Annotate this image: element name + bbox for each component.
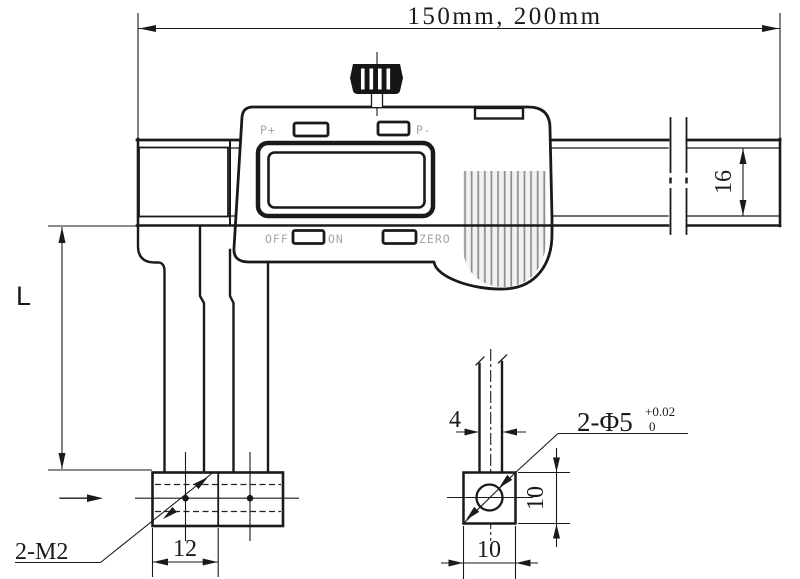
label-preset-plus: P+ bbox=[260, 123, 276, 137]
leader-diagonal bbox=[100, 472, 214, 563]
button-panel: P+ P- OFF ON ZERO bbox=[260, 120, 451, 246]
callout-2-phi5: 2-Φ5 +0.02 0 bbox=[463, 404, 688, 524]
arrowhead-down bbox=[553, 457, 560, 472]
knob-knurled-head bbox=[350, 64, 403, 94]
dim-beam-height: 16 bbox=[711, 148, 747, 216]
arrowhead-left bbox=[502, 428, 517, 436]
label-preset-minus: P- bbox=[416, 123, 432, 137]
hole-tolerance-upper: +0.02 bbox=[645, 404, 675, 419]
dim-text-overall-range: 150mm, 200mm bbox=[407, 3, 602, 30]
arrowhead-up bbox=[58, 227, 66, 243]
label-zero: ZERO bbox=[419, 232, 451, 246]
left-leg-outer-edge bbox=[136, 224, 166, 474]
arrowhead-right bbox=[762, 25, 779, 32]
label-on: ON bbox=[328, 232, 344, 246]
dim-foot-height: 10 bbox=[518, 448, 570, 547]
thumb-grip-hatch bbox=[463, 171, 546, 287]
dim-text-rod-width: 4 bbox=[449, 407, 461, 433]
leader-diagonal bbox=[515, 433, 559, 473]
measuring-foot-front-view bbox=[135, 452, 299, 541]
right-depth-leg bbox=[228, 248, 270, 474]
view-direction-arrow bbox=[59, 494, 103, 502]
hole2-center-dot bbox=[246, 494, 254, 502]
leader-arrowhead-down bbox=[163, 506, 177, 519]
leader-arrowhead-circle bbox=[499, 474, 513, 488]
arrowhead-down bbox=[739, 200, 747, 216]
arrowhead bbox=[87, 494, 103, 502]
break-dot bbox=[669, 177, 672, 184]
button-on-off bbox=[291, 229, 326, 245]
dim-text-foot-width: 10 bbox=[477, 537, 501, 563]
arrowhead-right bbox=[202, 558, 218, 566]
leader-arrowhead-up bbox=[194, 477, 208, 490]
hole-callout-text: 2-Φ5 bbox=[577, 407, 633, 437]
hole-tolerance-lower: 0 bbox=[649, 419, 656, 434]
button-zero bbox=[381, 229, 418, 245]
leader-arrowhead-corner bbox=[466, 506, 480, 520]
arrowhead-left bbox=[516, 559, 531, 567]
arrowhead-right bbox=[464, 428, 479, 436]
knob-stem-body bbox=[371, 94, 383, 107]
rod-break-mark bbox=[497, 354, 508, 364]
measuring-foot-end-view: 4 2-Φ5 +0.02 0 10 bbox=[441, 349, 688, 579]
knob-slot bbox=[386, 68, 391, 90]
body-notch bbox=[473, 106, 525, 120]
rod-break-mark bbox=[475, 356, 485, 366]
lcd-display bbox=[255, 140, 436, 219]
lcd-screen bbox=[267, 151, 426, 209]
dim-hole-spacing: 12 bbox=[151, 528, 219, 577]
callout-2-M2: 2-M2 bbox=[15, 472, 214, 565]
arrowhead-down bbox=[58, 453, 66, 469]
left-depth-leg bbox=[136, 224, 206, 474]
dim-text-hole-spacing: 12 bbox=[173, 536, 197, 562]
dim-rod-width: 4 bbox=[449, 407, 526, 436]
button-preset-minus bbox=[376, 120, 411, 137]
arrowhead-left bbox=[153, 558, 168, 566]
dim-leg-length-L: L bbox=[16, 225, 152, 471]
knob-slot bbox=[378, 68, 382, 90]
knob-slot bbox=[361, 68, 365, 90]
dim-text-L: L bbox=[16, 281, 31, 311]
label-off: OFF bbox=[265, 232, 289, 246]
hole1-center-dot bbox=[182, 494, 189, 502]
arrowhead-up bbox=[739, 148, 747, 164]
beam-break-symbol bbox=[667, 117, 690, 235]
thread-callout-text: 2-M2 bbox=[15, 539, 68, 565]
dim-text-beam-height: 16 bbox=[711, 170, 737, 194]
hole-circle bbox=[475, 483, 504, 512]
dim-foot-width: 10 bbox=[441, 526, 538, 579]
locking-thumb-screw bbox=[350, 52, 403, 116]
arrowhead-up bbox=[553, 524, 560, 539]
button-preset-plus bbox=[292, 121, 330, 138]
dim-text-foot-height: 10 bbox=[523, 486, 549, 510]
left-leg-inner-edge bbox=[198, 224, 206, 474]
knob-slot bbox=[369, 68, 374, 90]
arrowhead-right bbox=[448, 559, 463, 567]
arrowhead-left bbox=[139, 25, 156, 32]
break-dot bbox=[685, 177, 688, 184]
beam-end-cap bbox=[138, 146, 229, 218]
dim-overall-range: 150mm, 200mm bbox=[137, 3, 781, 139]
right-leg-inner-edge bbox=[228, 248, 235, 474]
